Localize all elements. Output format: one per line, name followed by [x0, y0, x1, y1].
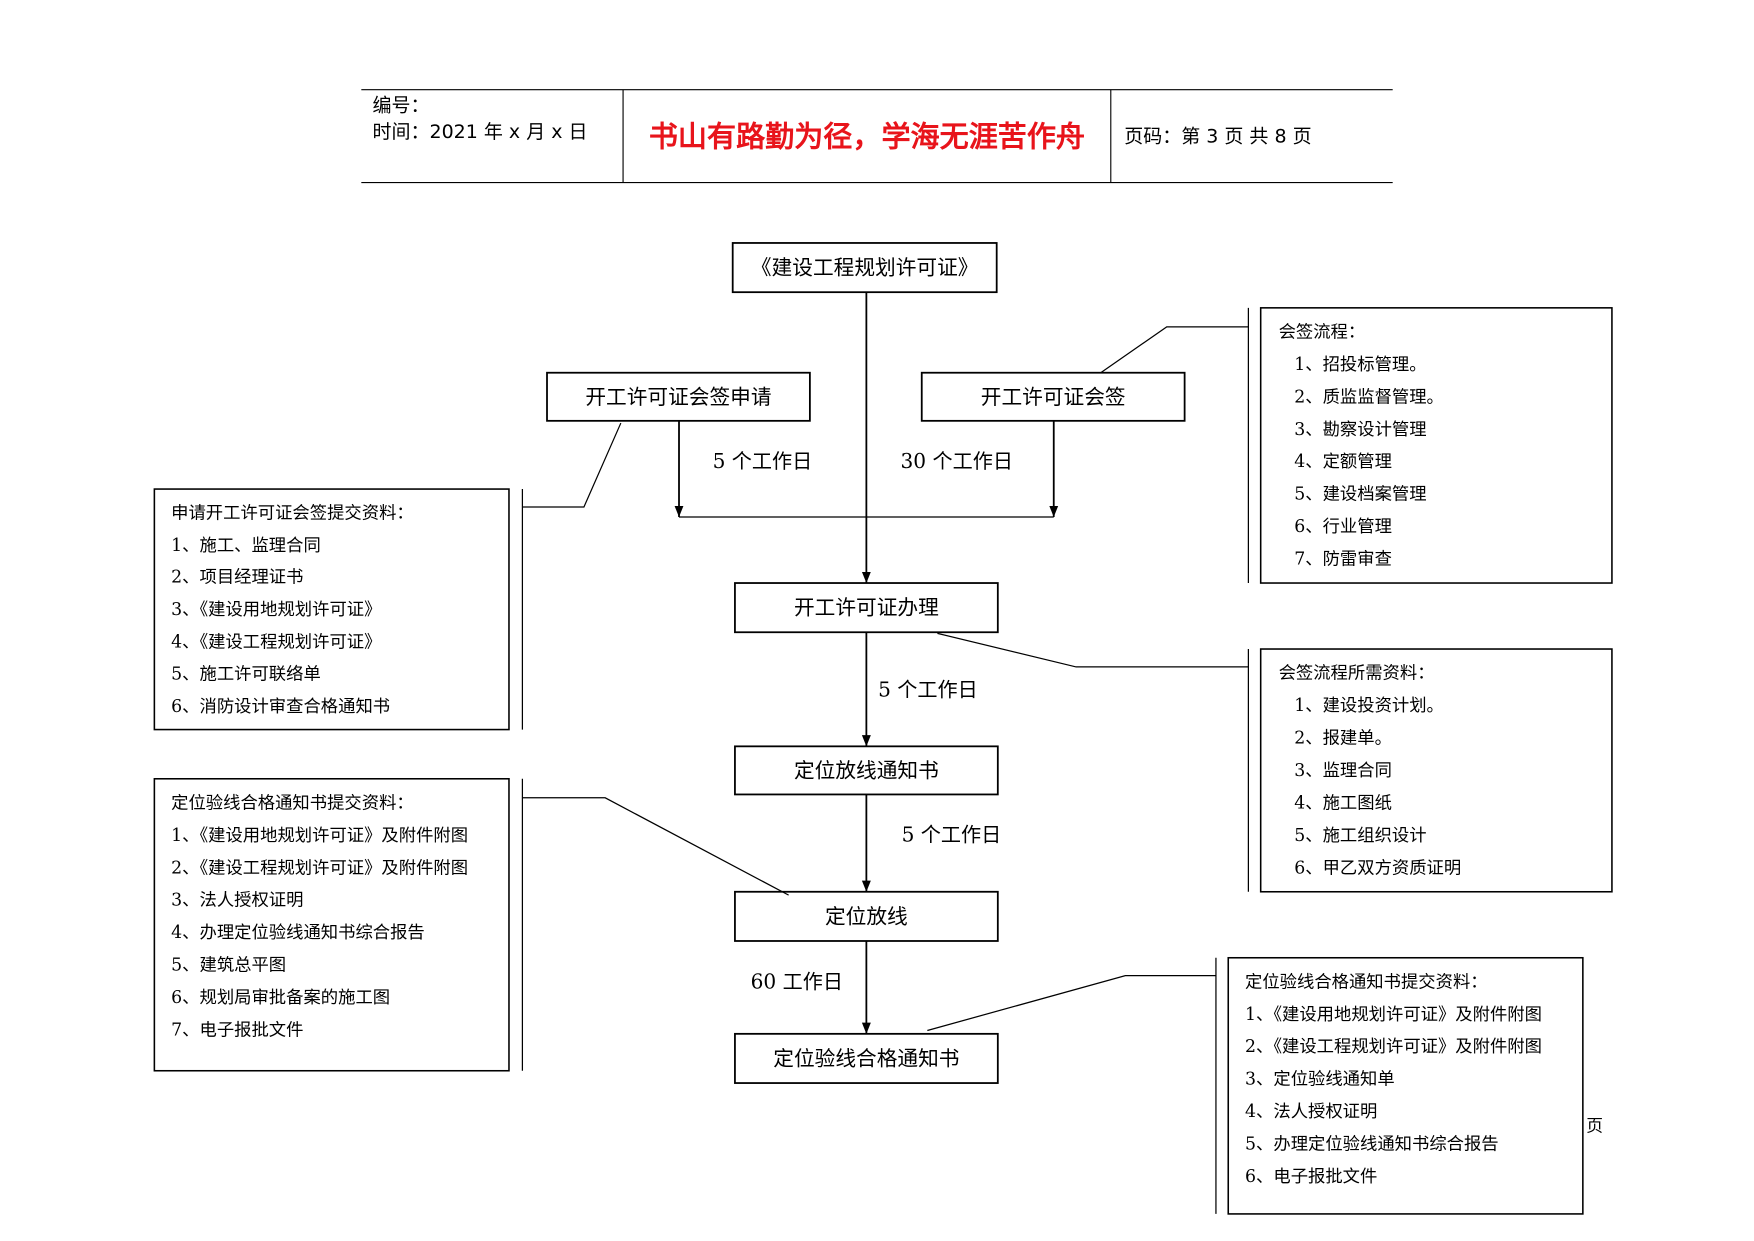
- note-title: 申请开工许可证会签提交资料：: [171, 504, 414, 524]
- note-item: 3、勘察设计管理: [1294, 420, 1426, 440]
- node-label: 定位放线通知书: [794, 758, 939, 782]
- node-box: [731, 242, 998, 294]
- note-item: 6、甲乙双方资质证明: [1294, 858, 1461, 878]
- note-item: 6、电子报批文件: [1245, 1167, 1377, 1187]
- duration-sign-apply: 5 个工作日: [713, 449, 813, 473]
- note-box: [1259, 648, 1613, 893]
- note-title: 会签流程：: [1279, 322, 1366, 342]
- note-item: 1、招投标管理。: [1294, 355, 1426, 375]
- node-permit-processing: 开工许可证办理: [734, 582, 999, 634]
- note-box: [1259, 307, 1613, 584]
- flow-connectors: [674, 292, 1059, 1034]
- callout-connector: [1100, 326, 1249, 374]
- note-item: 1、建设投资计划。: [1294, 696, 1444, 716]
- note-item: 7、电子报批文件: [171, 1020, 303, 1040]
- node-acceptance-notice: 定位验线合格通知书: [734, 1032, 999, 1084]
- node-planning-permit: 《建设工程规划许可证》: [731, 242, 998, 294]
- node-box: [546, 371, 811, 422]
- duration-setting-out-to-acceptance: 60 工作日: [751, 969, 843, 993]
- note-title: 定位验线合格通知书提交资料：: [171, 793, 414, 813]
- page-mark: 页: [1586, 1116, 1603, 1136]
- node-setting-out: 定位放线: [734, 890, 999, 942]
- serial-number-label: 编号：: [373, 94, 430, 116]
- note-item: 2、质监监督管理。: [1294, 387, 1444, 407]
- node-box: [734, 582, 999, 634]
- note-item: 5、办理定位验线通知书综合报告: [1245, 1135, 1499, 1155]
- node-box: [734, 890, 999, 942]
- document-header: 编号： 时间：2021 年 x 月 x 日 书山有路勤为径，学海无涯苦作舟 页码…: [361, 89, 1393, 184]
- node-countersign: 开工许可证会签: [920, 371, 1186, 422]
- callout-connector: [522, 797, 789, 896]
- note-item: 2、《建设工程规划许可证》及附件附图: [1245, 1037, 1542, 1057]
- date-line: 时间：2021 年 x 月 x 日: [373, 121, 588, 143]
- node-label: 开工许可证会签申请: [585, 385, 771, 409]
- note-setting-out-materials: 定位验线合格通知书提交资料： 1、《建设用地规划许可证》及附件附图 2、《建设工…: [153, 778, 789, 1072]
- note-item: 4、《建设工程规划许可证》: [171, 632, 381, 652]
- note-item: 5、施工许可联络单: [171, 665, 321, 685]
- node-box: [734, 1032, 999, 1084]
- note-item: 1、施工、监理合同: [171, 536, 321, 556]
- note-title: 定位验线合格通知书提交资料：: [1245, 972, 1488, 992]
- note-countersign-materials: 会签流程所需资料： 1、建设投资计划。 2、报建单。 3、监理合同 4、施工图纸…: [937, 632, 1613, 893]
- node-box: [734, 745, 999, 796]
- note-item: 6、规划局审批备案的施工图: [171, 988, 390, 1008]
- duration-countersign: 30 个工作日: [900, 449, 1013, 473]
- note-item: 4、施工图纸: [1294, 793, 1392, 813]
- node-label: 定位放线: [825, 904, 908, 928]
- note-item: 7、防雷审查: [1294, 550, 1392, 570]
- node-setting-out-notice: 定位放线通知书: [734, 745, 999, 796]
- note-item: 6、行业管理: [1294, 517, 1392, 537]
- note-item: 2、《建设工程规划许可证》及附件附图: [171, 858, 468, 878]
- callout-connector: [937, 632, 1249, 668]
- node-sign-apply: 开工许可证会签申请: [546, 371, 811, 422]
- node-label: 定位验线合格通知书: [773, 1046, 959, 1070]
- duration-notice-to-setting-out: 5 个工作日: [902, 823, 1002, 847]
- note-acceptance-materials: 定位验线合格通知书提交资料： 1、《建设用地规划许可证》及附件附图 2、《建设工…: [927, 956, 1584, 1215]
- note-box: [1227, 956, 1584, 1215]
- note-item: 6、消防设计审查合格通知书: [171, 697, 390, 717]
- note-item: 1、《建设用地规划许可证》及附件附图: [171, 826, 468, 846]
- note-item: 3、定位验线通知单: [1245, 1070, 1395, 1090]
- note-item: 2、报建单。: [1294, 729, 1392, 749]
- duration-permit-to-notice: 5 个工作日: [878, 677, 978, 701]
- note-item: 5、施工组织设计: [1294, 826, 1426, 846]
- node-label: 开工许可证办理: [794, 596, 939, 620]
- note-title: 会签流程所需资料：: [1279, 664, 1435, 684]
- note-item: 5、建筑总平图: [171, 956, 286, 976]
- page-code: 页码：第 3 页 共 8 页: [1124, 126, 1311, 148]
- node-label: 《建设工程规划许可证》: [751, 256, 979, 280]
- node-label: 开工许可证会签: [981, 385, 1126, 409]
- note-box: [153, 778, 510, 1072]
- note-item: 3、监理合同: [1294, 761, 1392, 781]
- note-item: 4、办理定位验线通知书综合报告: [171, 923, 425, 943]
- note-item: 4、法人授权证明: [1245, 1102, 1377, 1122]
- note-item: 3、《建设用地规划许可证》: [171, 600, 381, 620]
- callout-connector: [522, 422, 622, 508]
- note-countersign-process: 会签流程： 1、招投标管理。 2、质监监督管理。 3、勘察设计管理 4、定额管理…: [1100, 307, 1613, 584]
- note-item: 1、《建设用地规划许可证》及附件附图: [1245, 1005, 1542, 1025]
- note-item: 5、建设档案管理: [1294, 485, 1426, 505]
- note-apply-materials: 申请开工许可证会签提交资料： 1、施工、监理合同 2、项目经理证书 3、《建设用…: [153, 422, 622, 731]
- note-item: 3、法人授权证明: [171, 891, 303, 911]
- note-item: 2、项目经理证书: [171, 567, 303, 587]
- header-slogan: 书山有路勤为径，学海无涯苦作舟: [649, 120, 1085, 154]
- node-box: [920, 371, 1186, 422]
- callout-connector: [927, 975, 1216, 1032]
- note-item: 4、定额管理: [1294, 452, 1392, 472]
- note-box: [153, 488, 510, 731]
